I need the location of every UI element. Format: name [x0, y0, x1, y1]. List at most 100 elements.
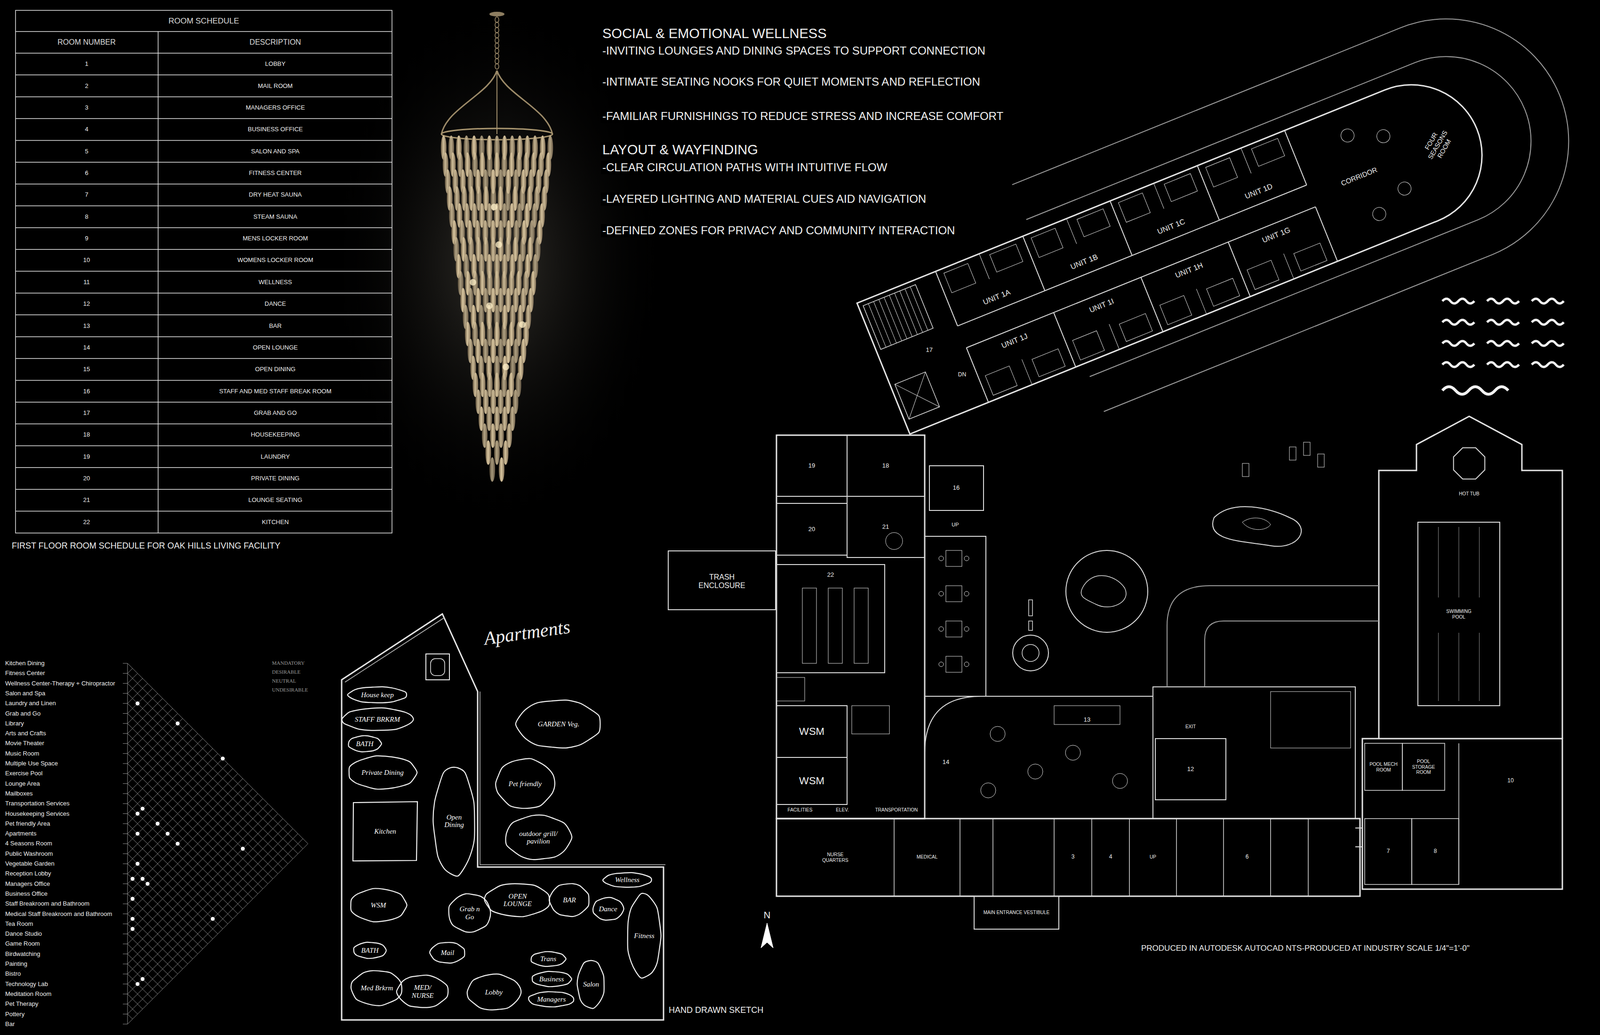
room-wall: [1307, 818, 1309, 897]
sketch-bubble-outline: [347, 687, 407, 704]
sketch-bubble-outline: [531, 952, 567, 967]
bulb-glow: [502, 363, 510, 371]
sketch-label: GARDEN Veg.: [537, 720, 580, 729]
matrix-line: [127, 703, 288, 864]
room-wall: [776, 757, 848, 805]
room-number: 20: [807, 526, 817, 534]
unit-bath: [1160, 295, 1192, 325]
sketch-bubble-outline: [515, 700, 601, 749]
room-number: 18: [880, 462, 891, 470]
sketch-bubble: OPEN LOUNGE: [483, 882, 552, 919]
table-cell: BUSINESS OFFICE: [246, 126, 304, 134]
matrix-item: Music Room: [3, 750, 41, 758]
matrix-line: [127, 974, 153, 1000]
matrix-tick: [122, 713, 128, 714]
table-cell: MENS LOCKER ROOM: [241, 235, 310, 243]
matrix-line: [127, 768, 233, 875]
sketch-label: Business: [539, 975, 565, 984]
sketch-bubble-outline: [495, 758, 555, 809]
garden-squiggle: [1442, 320, 1475, 325]
table-cell: LAUNDRY: [259, 453, 292, 461]
room-wall: [1458, 743, 1460, 885]
dining-table: [945, 585, 962, 602]
sketch-bubble: GARDEN Veg.: [515, 698, 602, 750]
crystal-drop: [494, 406, 500, 432]
matrix-tick: [122, 803, 128, 805]
sketch-bubble: Business: [530, 970, 574, 989]
north-arrow: [760, 923, 774, 949]
matrix-line: [127, 1014, 133, 1020]
table-rule: [15, 118, 392, 120]
unit-label: UNIT 1J: [998, 331, 1031, 351]
matrix-tick: [122, 833, 128, 835]
room-number: 3: [1070, 854, 1077, 861]
bubble-text-column: Managers: [537, 995, 567, 1004]
crystal-drop: [498, 423, 504, 448]
chain-link: [495, 16, 499, 23]
matrix-dot: [135, 701, 140, 706]
unit-label: UNIT 1H: [1172, 260, 1206, 281]
table-cell: 16: [81, 387, 92, 395]
sketch-label: Private Dining: [361, 768, 404, 777]
fire-pit: [1022, 644, 1040, 662]
room-wall: [1270, 818, 1272, 897]
room-number: 22: [825, 571, 836, 579]
sketch-label: Med Brkrm: [360, 984, 394, 993]
table-rule: [15, 161, 392, 163]
table-cell: 9: [83, 235, 90, 243]
table-cell: MANAGERS OFFICE: [244, 104, 307, 112]
matrix-line: [127, 743, 268, 884]
room-number: 12: [1185, 766, 1196, 774]
sketch-bubble: Salon: [576, 959, 606, 1010]
room-number: 21: [880, 523, 891, 531]
unit-kitchen: [1032, 348, 1066, 377]
table-cell: 13: [81, 322, 92, 330]
matrix-tick: [122, 843, 128, 845]
table-rule: [15, 74, 392, 76]
drawing-note: PRODUCED IN AUTODESK AUTOCAD NTS-PRODUCE…: [1139, 944, 1472, 954]
bubble-text-column: Mail: [440, 949, 455, 958]
unit-wall: [1153, 183, 1165, 209]
chain-link: [495, 42, 499, 49]
sketch-bubble: STAFF BRKRM: [340, 706, 415, 733]
unit-wall: [1240, 148, 1252, 174]
kitchen-counter: [802, 588, 817, 664]
matrix-item: Bar: [3, 1020, 16, 1028]
bath-icon: [430, 658, 445, 676]
matrix-tick: [122, 813, 128, 815]
room-number: 14: [941, 759, 951, 767]
lounge-furniture: [1027, 764, 1043, 780]
bubble-text-column: Lobby: [485, 988, 504, 997]
matrix-line: [127, 763, 258, 895]
chair: [964, 591, 969, 597]
matrix-tick: [122, 934, 128, 935]
matrix-tick: [122, 864, 128, 865]
room-wall: [1176, 818, 1177, 897]
matrix-line: [127, 738, 203, 815]
table-rule: [15, 292, 392, 294]
matrix-line: [127, 693, 293, 859]
matrix-line: [127, 723, 188, 784]
room-number: 6: [1244, 854, 1251, 861]
adjacency-matrix: [122, 663, 308, 1025]
bubble-text-column: BATH: [361, 946, 379, 955]
matrix-dot: [175, 721, 180, 726]
bubble-text-column: BATH: [356, 740, 374, 749]
sketch-bubble: BATH: [352, 941, 388, 960]
sketch-bubble: Lobby: [465, 973, 522, 1012]
matrix-line: [127, 833, 298, 1005]
table-cell: 5: [83, 147, 90, 155]
room-number: 17: [924, 346, 934, 354]
matrix-line: [127, 914, 183, 970]
matrix-dot: [130, 896, 135, 901]
unit-wall: [1197, 165, 1250, 297]
unit-kitchen: [1251, 138, 1285, 167]
table-rule: [15, 336, 392, 338]
matrix-item: Pet friendly Area: [3, 820, 52, 828]
matrix-line: [127, 713, 178, 765]
table-rule: [15, 140, 392, 142]
table-cell: GRAB AND GO: [252, 409, 298, 417]
table-caption: FIRST FLOOR ROOM SCHEDULE FOR OAK HILLS …: [10, 541, 282, 552]
chain-link: [495, 53, 499, 59]
matrix-tick: [122, 733, 128, 735]
